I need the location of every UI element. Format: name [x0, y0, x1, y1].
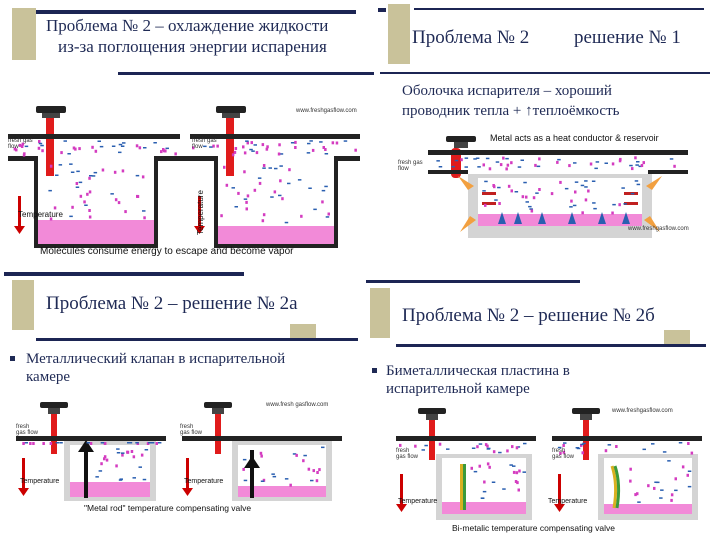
slide3-fresh-gas-label-right: fresh gas flow	[180, 424, 203, 436]
slide3-vaporizer-left	[16, 402, 166, 501]
slide2-title-right: решение № 1	[574, 27, 681, 48]
slide2-subtitle-line1: Оболочка испарителя – хороший	[402, 83, 612, 99]
slide1-diagram	[8, 106, 360, 248]
slide2-diagram-label: Metal acts as a heat conductor & reservo…	[490, 133, 659, 143]
slide3-accent-right	[290, 324, 316, 338]
slide2-right-rule	[414, 8, 704, 10]
slide1-caption: Molecules consume energy to escape and b…	[40, 246, 294, 257]
slide1-title-line2: из-за поглощения энергии испарения	[58, 37, 327, 56]
slide3-fresh-gas-label-left: fresh gas flow	[16, 424, 39, 436]
slide2-fresh-gas-label: fresh gas flow	[398, 160, 423, 172]
slide4-bottom-rule	[396, 344, 706, 347]
slide4-caption: Bi-metalic temperature compensating valv…	[452, 523, 615, 533]
slide2-divider-right	[380, 72, 710, 74]
slide3-title: Проблема № 2 – решение № 2а	[46, 293, 298, 314]
slide3-temperature-label-left: Temperature	[20, 478, 60, 485]
slide4-bullet-line2: испарительной камере	[386, 381, 530, 397]
slide2-diagram	[428, 136, 688, 238]
slide3-bullet-dot	[10, 356, 15, 361]
slide1-vaporizer-right	[190, 106, 360, 248]
slide4-diagram	[396, 408, 702, 520]
slide3-accent-block	[12, 280, 34, 330]
slide4-temperature-label-left: Temperature	[398, 498, 438, 505]
slide1-title-line1: Проблема № 2 – охлаждение жидкости	[46, 16, 329, 35]
slide4-accent-right	[664, 330, 690, 344]
slide2-watermark: www.freshgasflow.com	[628, 226, 689, 232]
slide2-top-rule	[378, 8, 386, 12]
slide4-fresh-gas-label-left: fresh gas flow	[396, 448, 419, 460]
slide1-temperature-label-right: Temperature	[196, 190, 205, 235]
slide3-top-rule	[4, 272, 244, 276]
slide1-watermark: www.freshgasflow.com	[296, 108, 357, 114]
slide2-subtitle-line2: проводник тепла + ↑теплоёмкость	[402, 103, 620, 119]
slide3-bullet: Металлический клапан в испарительной кам…	[10, 350, 350, 386]
slide2-divider	[118, 72, 374, 75]
slide1-fresh-gas-label-right: fresh gas flow	[192, 138, 217, 150]
slide3-bullet-line1: Металлический клапан в испарительной	[26, 351, 286, 367]
slide1-top-rule	[36, 10, 356, 14]
slide4-accent-block	[370, 288, 390, 338]
slide1-fresh-gas-label-left: fresh gas flow	[8, 138, 33, 150]
slide4-vaporizer-left	[396, 408, 536, 520]
slide4-temperature-label-right: Temperature	[548, 498, 588, 505]
slide3-temperature-label-right: Temperature	[184, 478, 224, 485]
slide3-vaporizer-right	[182, 402, 342, 501]
slide3-diagram	[16, 402, 342, 501]
slide4-fresh-gas-label-right: fresh gas flow	[552, 448, 575, 460]
slide3-bottom-rule	[36, 338, 358, 341]
slide1-accent-block	[12, 8, 36, 60]
slide4-vaporizer-right	[552, 408, 702, 520]
slide4-bullet-dot	[372, 368, 377, 373]
slide1-temperature-label-left: Temperature	[18, 210, 63, 219]
slide4-top-rule	[366, 280, 580, 283]
slide4-bullet-line1: Биметаллическая пластина в	[386, 363, 570, 379]
slide2-heat-arrows	[498, 212, 630, 224]
slide3-caption: "Metal rod" temperature compensating val…	[84, 503, 252, 513]
slide4-title: Проблема № 2 – решение № 2б	[402, 305, 655, 326]
slide3-watermark: www.fresh gasflow.com	[266, 402, 329, 408]
slide2-accent-block	[388, 4, 410, 64]
slide3-bullet-line2: камере	[26, 369, 71, 385]
slide4-watermark: www.freshgasflow.com	[612, 408, 673, 414]
slide4-bullet: Биметаллическая пластина в испарительной…	[372, 362, 702, 398]
slide2-title-left: Проблема № 2	[412, 27, 530, 48]
slide1-vaporizer-left	[8, 106, 190, 248]
